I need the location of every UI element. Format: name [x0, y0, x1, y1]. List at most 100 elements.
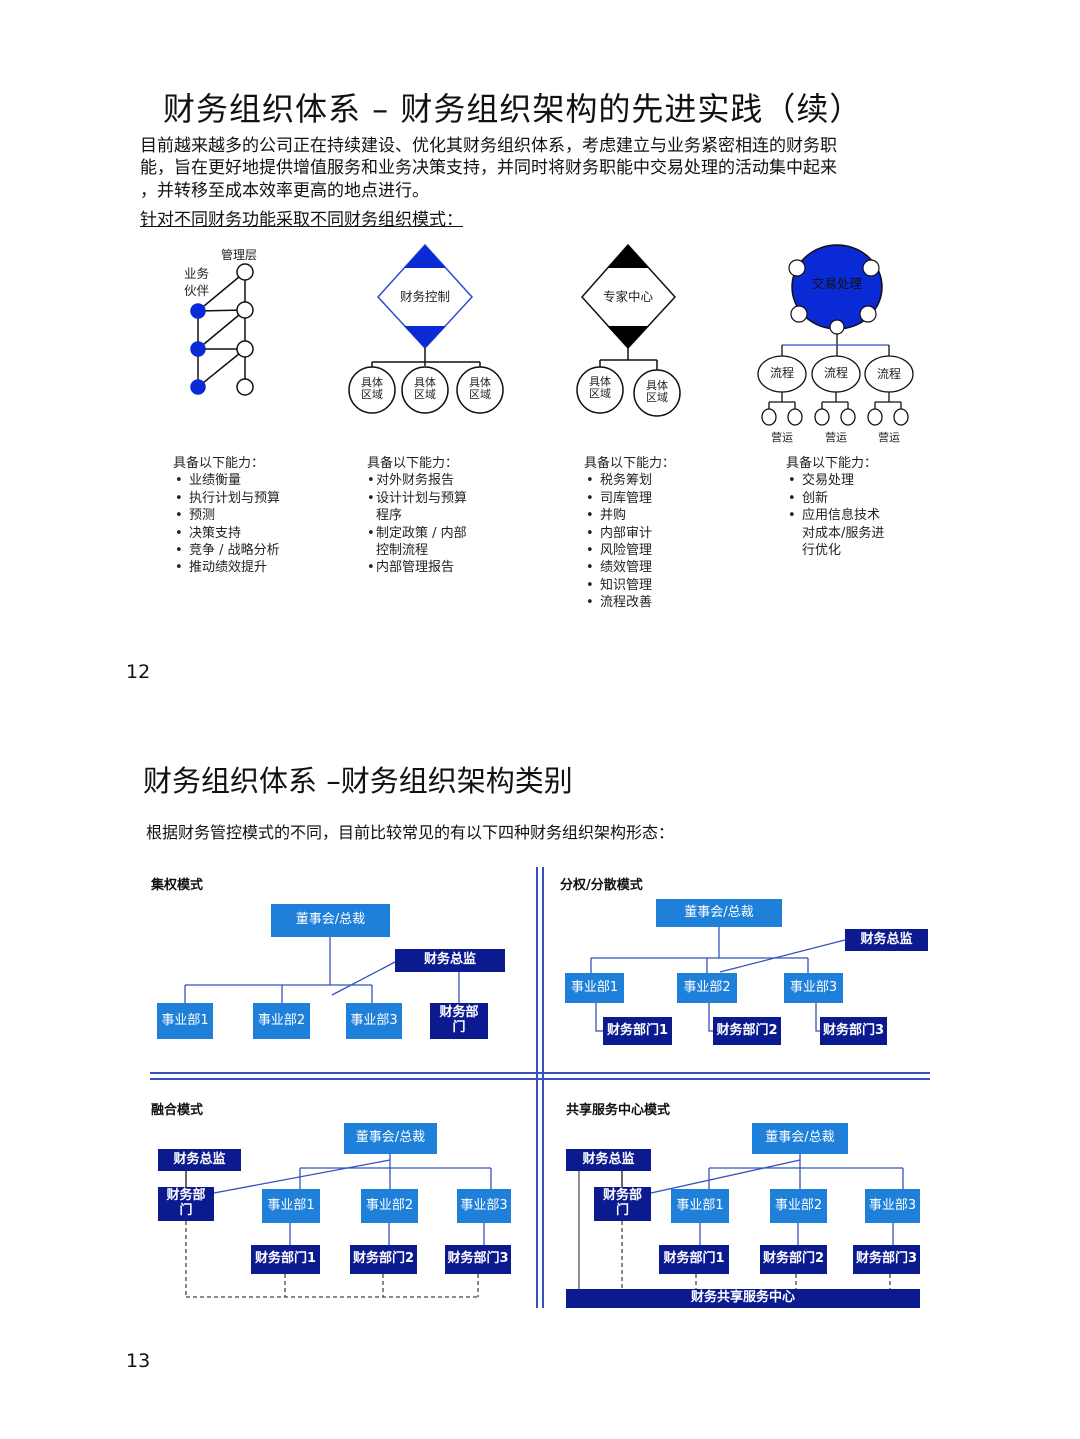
list-item: 设计计划与预算 程序	[367, 490, 467, 525]
management-label: 管理层	[221, 248, 258, 262]
list-item: 竞争 / 战略分析	[173, 542, 280, 560]
list-item: 执行计划与预算	[173, 490, 280, 508]
finance-dept-box: 财务部 门	[158, 1187, 214, 1221]
list-item: 税务筹划	[584, 472, 675, 490]
list-item: 风险管理	[584, 542, 675, 560]
unit-box: 事业部3	[784, 973, 843, 1003]
board-box: 董事会/总裁	[271, 904, 390, 937]
list-heading: 具备以下能力：	[173, 456, 265, 471]
q2-connectors	[590, 927, 846, 1032]
partner-label: 业务 伙伴	[184, 266, 210, 298]
finance-dept-box: 财务部门1	[251, 1245, 320, 1274]
list-heading: 具备以下能力：	[367, 456, 459, 471]
list-item: 预测	[173, 507, 280, 525]
unit-box: 事业部1	[262, 1189, 320, 1223]
cfo-box: 财务总监	[158, 1149, 241, 1171]
finance-dept-box: 财务部门2	[760, 1245, 827, 1274]
subheading: 针对不同财务功能采取不同财务组织模式：	[140, 210, 463, 230]
ops-label: 营运	[771, 431, 793, 444]
expert-center-label: 专家中心	[602, 289, 653, 304]
finance-dept-box: 财务部门2	[713, 1017, 781, 1045]
unit-box: 事业部2	[361, 1189, 418, 1223]
q2-label: 分权/分散模式	[560, 878, 643, 893]
intro-line-3: ，并转移至成本效率更高的地点进行。	[140, 181, 429, 201]
ops-label: 营运	[825, 431, 847, 444]
list-item: 知识管理	[584, 577, 675, 595]
capability-list-1: 具备以下能力：业绩衡量执行计划与预算预测决策支持竞争 / 战略分析推动绩效提升	[173, 455, 280, 577]
ops-label: 营运	[878, 431, 900, 444]
list-heading: 具备以下能力：	[786, 456, 878, 471]
expert-center-diagram	[576, 243, 681, 417]
q3-label: 融合模式	[151, 1103, 204, 1118]
finance-dept-box: 财务部 门	[430, 1003, 488, 1039]
list-item: 对外财务报告	[367, 472, 467, 490]
list-item: 流程改善	[584, 594, 675, 612]
list-item: 创新	[786, 490, 884, 508]
intro-line-2: 能，旨在更好地提供增值服务和业务决策支持，并同时将财务职能中交易处理的活动集中起…	[140, 158, 837, 178]
list-item: 推动绩效提升	[173, 559, 280, 577]
q3-connectors	[185, 1154, 492, 1298]
finance-dept-box: 财务部门3	[445, 1245, 511, 1274]
page-subtitle: 根据财务管控模式的不同，目前比较常见的有以下四种财务组织架构形态：	[146, 823, 675, 842]
finance-dept-box: 财务部门1	[659, 1245, 729, 1274]
intro-line-1: 目前越来越多的公司正在持续建设、优化其财务组织体系，考虑建立与业务紧密相连的财务…	[140, 136, 837, 156]
transaction-processing-diagram	[757, 244, 914, 426]
page-number: 13	[126, 1350, 151, 1372]
q4-connectors	[578, 1154, 904, 1289]
q1-connectors	[184, 937, 460, 1003]
finance-dept-box: 财务部 门	[594, 1187, 651, 1221]
finance-dept-box: 财务部门2	[350, 1245, 417, 1274]
area-label: 具体 区域	[589, 375, 611, 401]
unit-box: 事业部3	[346, 1003, 402, 1039]
transaction-label: 交易处理	[811, 276, 862, 291]
list-item: 并购	[584, 507, 675, 525]
finance-dept-box: 财务部门3	[820, 1017, 887, 1045]
list-item: 应用信息技术 对成本/服务进 行优化	[786, 507, 884, 559]
capability-list-2: 具备以下能力：对外财务报告设计计划与预算 程序制定政策 / 内部 控制流程内部管…	[367, 455, 467, 577]
process-label: 流程	[823, 366, 848, 380]
list-item: 业绩衡量	[173, 472, 280, 490]
area-label: 具体 区域	[414, 376, 436, 402]
list-item: 决策支持	[173, 525, 280, 543]
finance-dept-box: 财务部门3	[853, 1245, 920, 1274]
cfo-box: 财务总监	[566, 1149, 651, 1171]
page-title: 财务组织体系 –财务组织架构类别	[143, 764, 573, 798]
finance-dept-box: 财务部门1	[603, 1017, 672, 1045]
cfo-box: 财务总监	[395, 949, 505, 972]
unit-box: 事业部1	[157, 1003, 213, 1039]
board-box: 董事会/总裁	[344, 1123, 437, 1154]
page-number: 12	[126, 661, 151, 683]
finance-control-diagram	[348, 243, 504, 414]
process-label: 流程	[876, 367, 901, 381]
area-label: 具体 区域	[469, 376, 491, 402]
capability-list-3: 具备以下能力：税务筹划司库管理并购内部审计风险管理绩效管理知识管理流程改善	[584, 455, 675, 612]
unit-box: 事业部1	[671, 1189, 729, 1223]
list-item: 内部管理报告	[367, 559, 467, 577]
board-box: 董事会/总裁	[752, 1123, 848, 1154]
finance-control-label: 财务控制	[399, 289, 450, 304]
area-label: 具体 区域	[361, 376, 383, 402]
shared-service-center-bar: 财务共享服务中心	[566, 1289, 920, 1308]
unit-box: 事业部2	[770, 1189, 827, 1223]
q1-label: 集权模式	[151, 878, 204, 893]
quadrant-dividers	[150, 867, 930, 1308]
unit-box: 事业部1	[565, 973, 624, 1003]
list-heading: 具备以下能力：	[584, 456, 676, 471]
capability-list-4: 具备以下能力：交易处理创新应用信息技术 对成本/服务进 行优化	[786, 455, 884, 559]
cfo-box: 财务总监	[845, 929, 928, 951]
board-box: 董事会/总裁	[656, 899, 782, 927]
page-title: 财务组织体系 – 财务组织架构的先进实践（续）	[163, 90, 863, 128]
q4-label: 共享服务中心模式	[566, 1103, 671, 1118]
list-item: 司库管理	[584, 490, 675, 508]
unit-box: 事业部3	[457, 1189, 511, 1223]
list-item: 绩效管理	[584, 559, 675, 577]
area-label: 具体 区域	[646, 379, 668, 405]
list-item: 交易处理	[786, 472, 884, 490]
list-item: 制定政策 / 内部 控制流程	[367, 525, 467, 560]
unit-box: 事业部2	[253, 1003, 310, 1039]
unit-box: 事业部2	[677, 973, 737, 1003]
partner-network-diagram	[190, 263, 254, 396]
unit-box: 事业部3	[865, 1189, 920, 1223]
list-item: 内部审计	[584, 525, 675, 543]
